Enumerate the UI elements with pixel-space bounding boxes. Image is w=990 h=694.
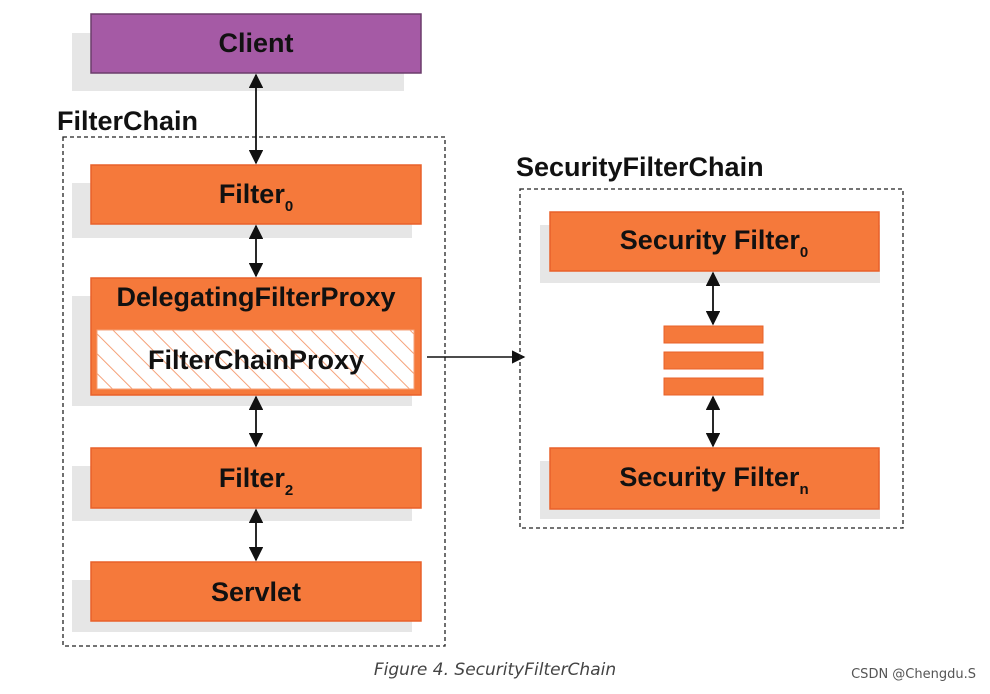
- client-box: Client: [72, 13, 422, 91]
- security-filter0-box: Security Filter0: [540, 211, 880, 283]
- security-filter0-label: Security Filter0: [620, 225, 808, 261]
- filter2-label: Filter2: [219, 463, 293, 499]
- filter-chain-proxy-box: [96, 329, 415, 390]
- servlet-label: Servlet: [211, 577, 301, 607]
- security-filter-chain-title: SecurityFilterChain: [516, 152, 764, 182]
- filter2-box: Filter2: [72, 447, 422, 521]
- ellipsis-bar-1: [663, 325, 764, 344]
- ellipsis-bar-2: [663, 351, 764, 370]
- delegating-filter-proxy-box: DelegatingFilterProxy FilterChainProxy: [72, 277, 422, 406]
- filter0-box: Filter0: [72, 164, 422, 238]
- ellipsis-bar-3: [663, 377, 764, 396]
- filter-chain-proxy-label: FilterChainProxy: [148, 345, 364, 375]
- security-filtern-box: Security Filtern: [540, 447, 880, 519]
- client-label: Client: [218, 28, 293, 58]
- delegating-filter-proxy-label: DelegatingFilterProxy: [116, 282, 395, 312]
- servlet-box: Servlet: [72, 561, 422, 632]
- figure-caption: Figure 4. SecurityFilterChain: [373, 660, 617, 680]
- security-filtern-label: Security Filtern: [619, 462, 808, 498]
- security-filter-chain-container: [519, 188, 904, 529]
- filter0-label: Filter0: [219, 179, 293, 215]
- filter-chain-title: FilterChain: [57, 106, 198, 136]
- watermark: CSDN @Chengdu.S: [851, 667, 976, 682]
